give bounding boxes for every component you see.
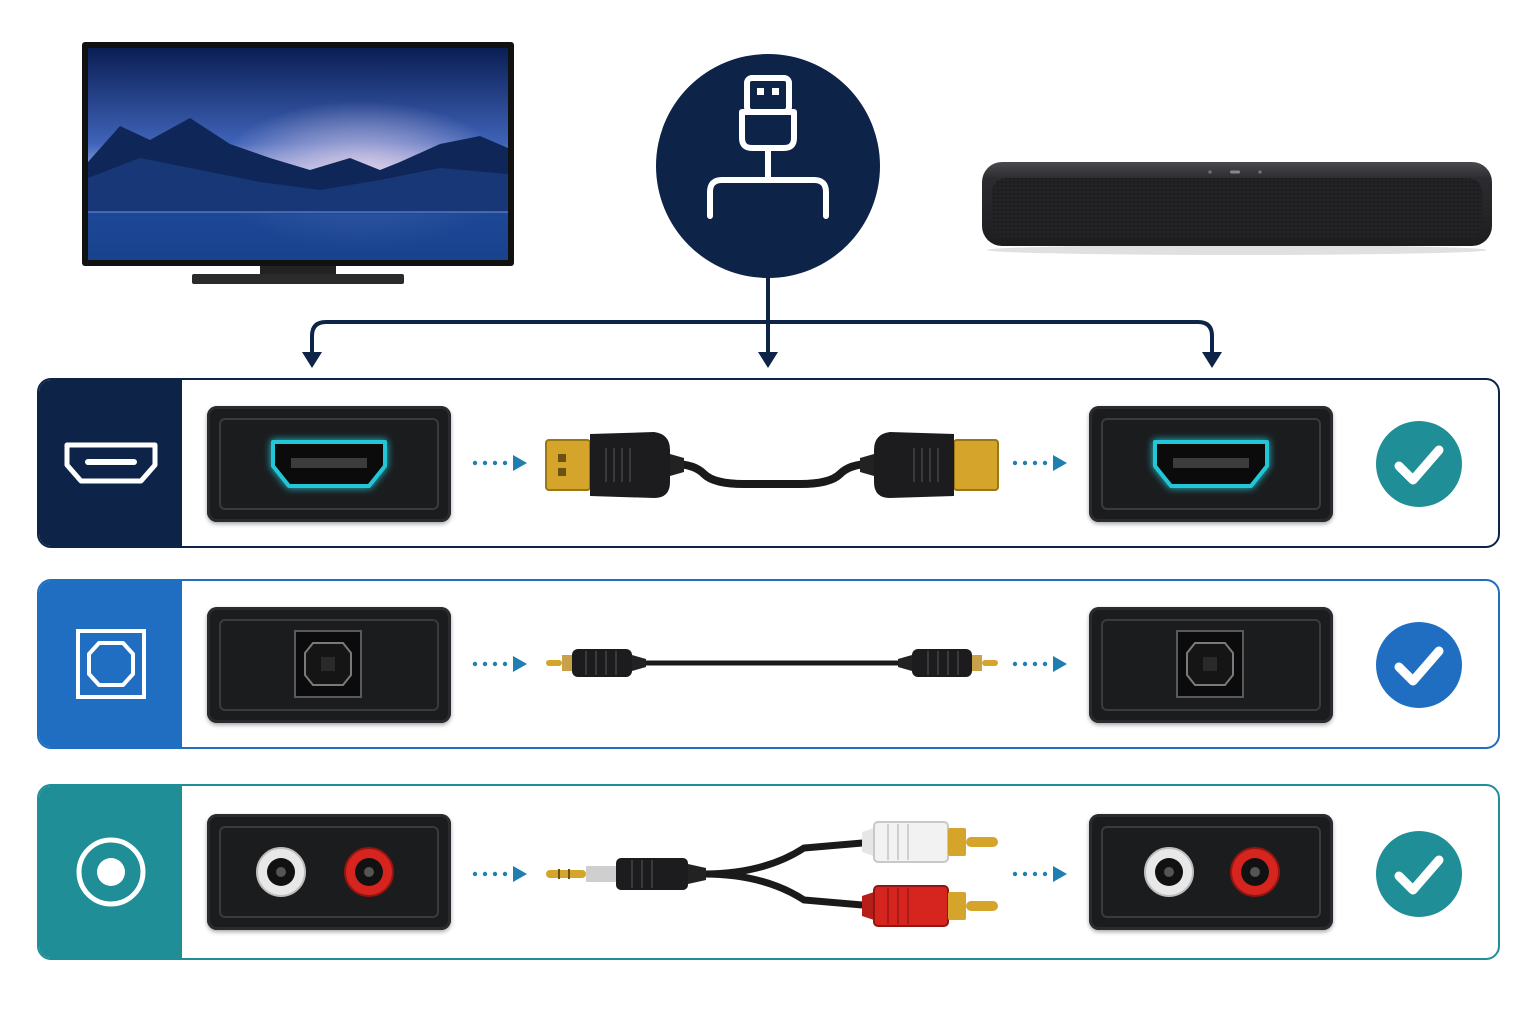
usb-plug-icon [656,54,880,278]
tv-hdmi-port [207,406,451,522]
flow-arrow-left [472,866,527,882]
flow-arrow-right [1012,656,1067,672]
connection-row-hdmi [37,378,1500,548]
tv-rca-ports [207,814,451,930]
optical-port-icon [75,629,146,699]
soundbar-rca-ports [1089,814,1333,930]
row-tab-rca [39,786,182,958]
check-circle-icon [1376,831,1462,917]
row-tab-hdmi [39,380,182,546]
soundbar-hdmi-port [1089,406,1333,522]
soundbar-illustration [982,162,1492,255]
flow-arrow-left [472,455,527,471]
check-circle-icon [1376,622,1462,708]
distribution-arrows [302,260,1222,368]
check-circle-icon [1376,421,1462,507]
row-tab-optical [39,581,182,747]
aux-to-rca-cable [546,821,998,927]
rca-port-icon [76,837,145,907]
connection-row-optical [37,579,1500,749]
optical-cable [546,649,998,677]
tv-illustration [82,42,514,284]
flow-arrow-right [1012,455,1067,471]
flow-arrow-right [1012,866,1067,882]
hdmi-port-icon [64,442,157,484]
tv-optical-port [207,607,451,723]
soundbar-optical-port [1089,607,1333,723]
flow-arrow-left [472,656,527,672]
connection-row-rca [37,784,1500,960]
hdmi-cable [545,432,999,498]
